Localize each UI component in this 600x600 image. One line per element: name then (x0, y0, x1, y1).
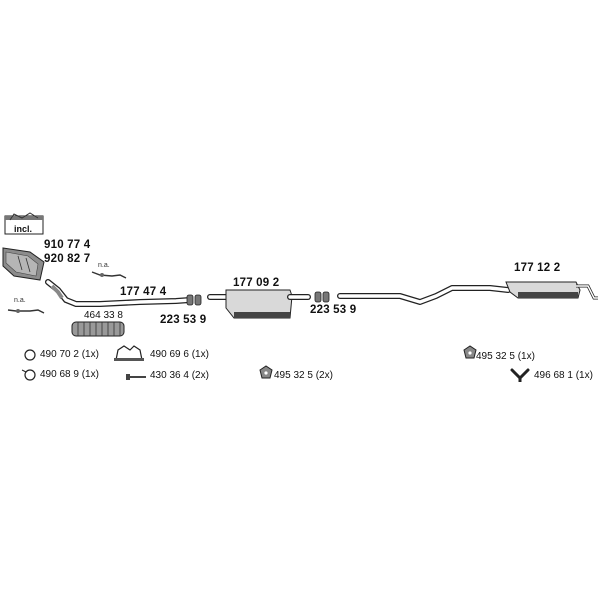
flex-tube-icon (71, 321, 125, 337)
parts-hanger-y: 496 68 1 (1x) (534, 370, 593, 381)
hanger-y-icon (510, 368, 530, 382)
parts-rubber-mid: 495 32 5 (2x) (274, 370, 333, 381)
na-upper-label: n.a. (98, 262, 110, 269)
part-177-12-2: 177 12 2 (514, 262, 561, 274)
sensor-upper-icon (91, 271, 127, 279)
part-223-53-9-a: 223 53 9 (160, 314, 207, 326)
bolt-icon (126, 374, 146, 380)
sensor-lower-icon (7, 309, 45, 314)
clamp-left-icon (186, 294, 202, 306)
na-lower-label: n.a. (14, 297, 26, 304)
parts-ring-b: 490 68 9 (1x) (40, 369, 99, 380)
ring-a-icon (24, 349, 36, 361)
rubber-rear-icon (463, 345, 477, 359)
parts-clamp-a: 490 69 6 (1x) (150, 349, 209, 360)
kit-box-icon (4, 212, 44, 235)
part-177-09-2: 177 09 2 (233, 277, 280, 289)
part-223-53-9-b: 223 53 9 (310, 304, 357, 316)
ring-b-icon (21, 369, 36, 381)
clamp-right-icon (314, 291, 330, 303)
front-pipe-icon (45, 279, 193, 307)
clamp-a-icon (114, 345, 144, 361)
parts-bolt: 430 36 4 (2x) (150, 370, 209, 381)
part-177-47-4: 177 47 4 (120, 286, 167, 298)
middle-muffler-icon (207, 289, 311, 319)
incl-label: incl. (14, 224, 33, 234)
rear-muffler-icon (337, 281, 598, 305)
part-464-33-8: 464 33 8 (84, 310, 123, 321)
catalytic-converter-icon (2, 247, 45, 281)
parts-rubber-rear: 495 32 5 (1x) (476, 351, 535, 362)
part-910-77-4: 910 77 4 (44, 239, 91, 251)
part-920-82-7: 920 82 7 (44, 253, 91, 265)
parts-ring-a: 490 70 2 (1x) (40, 349, 99, 360)
rubber-mid-icon (259, 365, 273, 379)
